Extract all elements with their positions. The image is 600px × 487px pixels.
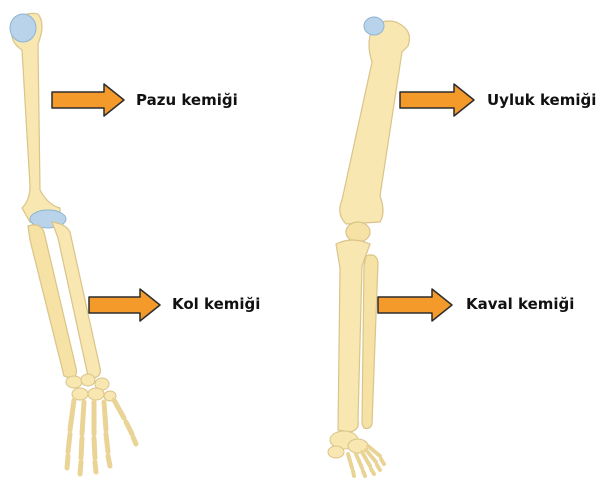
humerus-head-cartilage bbox=[9, 13, 37, 43]
hand-phalanges bbox=[64, 397, 139, 477]
arm-skeleton bbox=[9, 12, 139, 477]
patella-bone bbox=[345, 221, 371, 243]
humerus-bone bbox=[11, 12, 61, 226]
fibula-bone bbox=[361, 254, 379, 430]
femur-bone bbox=[339, 20, 411, 225]
pointer-arrows bbox=[51, 83, 475, 322]
leg-skeleton bbox=[327, 16, 411, 478]
carpal-bones bbox=[65, 373, 117, 402]
forearm-label: Kol kemiği bbox=[172, 295, 261, 313]
tibia-label: Kaval kemiği bbox=[466, 295, 575, 313]
arrow-tibia bbox=[377, 288, 453, 322]
humerus-label: Pazu kemiği bbox=[136, 91, 238, 109]
arrow-femur bbox=[399, 83, 475, 117]
femur-label: Uyluk kemiği bbox=[487, 91, 597, 109]
arrow-humerus bbox=[51, 83, 125, 117]
foot-phalanges bbox=[346, 444, 386, 478]
arrow-forearm bbox=[88, 288, 161, 322]
femur-head-cartilage bbox=[363, 16, 385, 36]
foot-bones bbox=[327, 430, 369, 459]
